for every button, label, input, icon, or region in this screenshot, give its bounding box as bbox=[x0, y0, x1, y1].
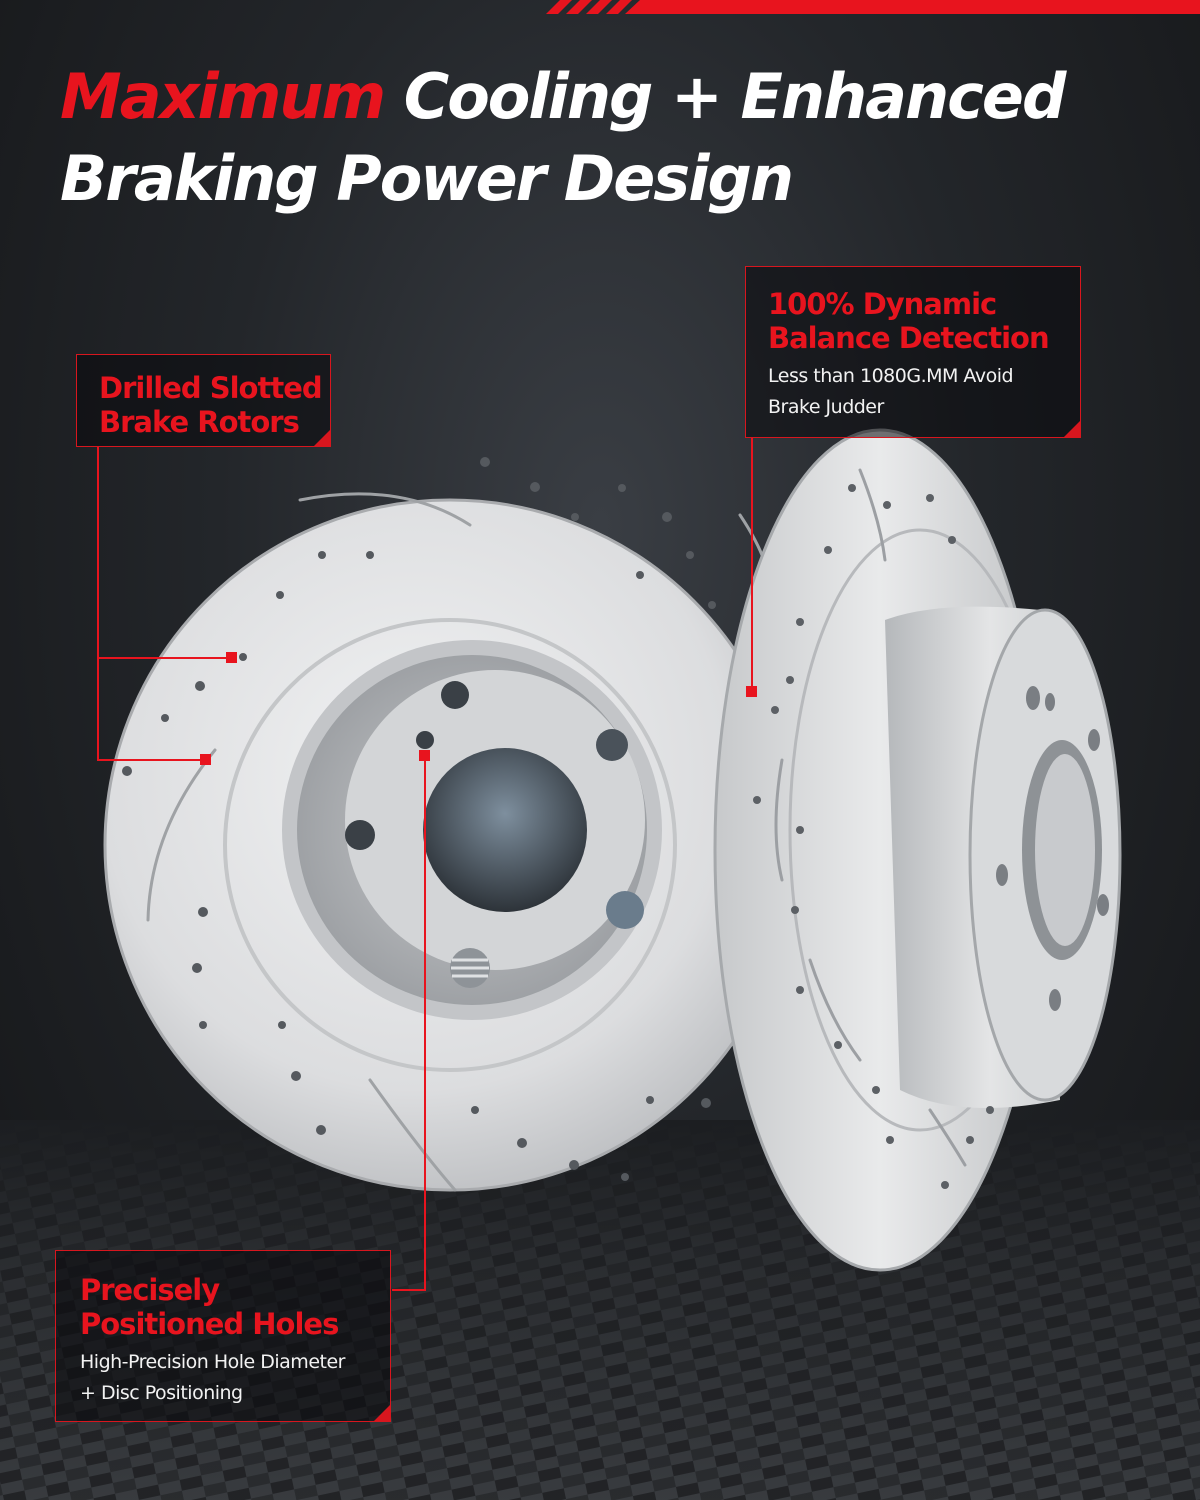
side-rotor bbox=[713, 428, 1122, 1272]
callout-title-line2: Balance Detection bbox=[768, 321, 1050, 355]
callout-positioned-holes: Precisely Positioned Holes High-Precisio… bbox=[55, 1250, 391, 1422]
callout-title: Precisely Positioned Holes bbox=[80, 1273, 390, 1341]
callout-title-line2: Positioned Holes bbox=[80, 1307, 339, 1341]
headline-line1: Cooling + Enhanced bbox=[384, 60, 1067, 133]
front-rotor bbox=[103, 457, 797, 1192]
callout-corner bbox=[313, 429, 331, 447]
callout-title-line1: 100% Dynamic bbox=[768, 287, 997, 321]
callout-desc-line1: Less than 1080G.MM Avoid bbox=[768, 365, 1014, 387]
callout-desc-line2: Brake Judder bbox=[768, 396, 884, 418]
callout-desc-line1: High-Precision Hole Diameter bbox=[80, 1351, 345, 1373]
callout-title-line2: Brake Rotors bbox=[99, 405, 300, 439]
headline-line2: Braking Power Design bbox=[60, 142, 794, 215]
callout-corner bbox=[373, 1404, 391, 1422]
callout-dynamic-balance: 100% Dynamic Balance Detection Less than… bbox=[745, 266, 1081, 438]
leader-lines bbox=[97, 438, 753, 1291]
leader-markers bbox=[200, 652, 757, 765]
callout-desc-line2: + Disc Positioning bbox=[80, 1382, 243, 1404]
callout-title: Drilled Slotted Brake Rotors bbox=[99, 371, 330, 439]
headline-accent: Maximum bbox=[60, 60, 386, 133]
headline: Maximum Cooling + Enhanced Braking Power… bbox=[60, 56, 1170, 220]
callout-description: High-Precision Hole Diameter + Disc Posi… bbox=[80, 1347, 390, 1409]
top-accent-stripe bbox=[546, 0, 1200, 14]
callout-title-line1: Drilled Slotted bbox=[99, 371, 323, 405]
callout-corner bbox=[1063, 420, 1081, 438]
callout-description: Less than 1080G.MM Avoid Brake Judder bbox=[768, 361, 1080, 423]
callout-drilled-slotted: Drilled Slotted Brake Rotors bbox=[76, 354, 331, 447]
callout-title-line1: Precisely bbox=[80, 1273, 220, 1307]
callout-title: 100% Dynamic Balance Detection bbox=[768, 287, 1080, 355]
